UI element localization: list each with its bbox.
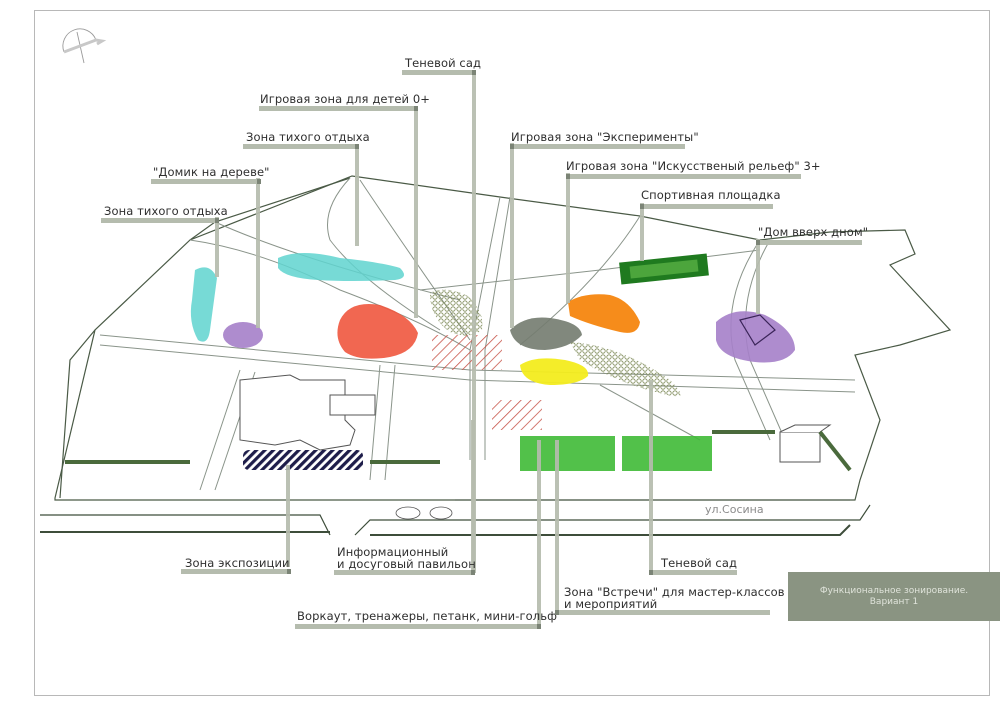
zone-kids-0plus bbox=[337, 304, 418, 359]
label-quiet-zone-1: Зона тихого отдыха bbox=[246, 130, 370, 144]
label-kids-zone: Игровая зона для детей 0+ bbox=[260, 92, 431, 106]
label-sports: Спортивная площадка bbox=[641, 188, 781, 202]
label-bar bbox=[259, 106, 418, 111]
zone-exposition bbox=[243, 450, 363, 470]
label-bar bbox=[101, 218, 219, 223]
label-treehouse: "Домик на дереве" bbox=[153, 165, 270, 179]
zone-shadow-garden-north bbox=[430, 289, 483, 336]
label-shadow-garden-top: Теневой сад bbox=[405, 56, 482, 70]
leader-sports bbox=[640, 203, 644, 261]
zone-hatched-center bbox=[432, 335, 502, 370]
label-meeting-line1: Зона "Встречи" для мастер-классов bbox=[564, 585, 785, 599]
zone-artificial-relief bbox=[568, 294, 640, 333]
leader-quiet-zone-1 bbox=[355, 146, 359, 246]
street-name: ул.Сосина bbox=[705, 503, 764, 516]
label-quiet-zone-2: Зона тихого отдыха bbox=[104, 204, 228, 218]
zone-quiet-rest-west bbox=[190, 267, 217, 342]
sheet-title-box: Функциональное зонирование. Вариант 1 bbox=[788, 572, 1000, 621]
leader-kids-zone bbox=[414, 108, 418, 318]
label-bar bbox=[243, 144, 359, 149]
leader-upside-down bbox=[756, 239, 760, 314]
label-relief: Игровая зона "Искусственый рельеф" 3+ bbox=[566, 159, 821, 173]
label-bar bbox=[510, 144, 685, 149]
label-bar bbox=[334, 570, 475, 575]
leader-shadow-garden-top bbox=[472, 73, 476, 573]
zone-workout bbox=[622, 436, 712, 471]
leader-workout bbox=[537, 440, 541, 626]
leader-quiet-zone-2 bbox=[215, 217, 219, 277]
leader-shadow-garden-bottom bbox=[649, 380, 653, 570]
parked-cars bbox=[395, 506, 453, 520]
leader-relief bbox=[566, 173, 570, 303]
label-bar bbox=[402, 70, 476, 75]
label-bar bbox=[295, 624, 541, 629]
zone-quiet-rest-north bbox=[278, 253, 404, 281]
house-sketch bbox=[739, 314, 776, 346]
hedges bbox=[65, 430, 852, 472]
label-pavilion-line2: и досуговый павильон bbox=[337, 557, 476, 571]
zone-yellow-play bbox=[520, 358, 589, 385]
label-meeting-line2: и мероприятий bbox=[564, 597, 658, 611]
label-bar bbox=[151, 179, 261, 184]
leader-pavilion bbox=[471, 420, 475, 570]
north-arrow-icon bbox=[62, 28, 107, 64]
leader-experiments bbox=[510, 143, 514, 328]
label-shadow-garden-bottom: Теневой сад bbox=[661, 556, 738, 570]
zone-shadow-garden-south bbox=[570, 342, 681, 397]
label-bar bbox=[640, 204, 773, 209]
label-bar bbox=[566, 174, 801, 179]
zone-upside-down-house bbox=[716, 311, 795, 363]
zone-treehouse bbox=[223, 322, 263, 348]
zone-meeting bbox=[520, 436, 615, 471]
leader-treehouse bbox=[256, 178, 260, 328]
sheet-title-line1: Функциональное зонирование. bbox=[819, 586, 969, 596]
street-lines bbox=[40, 499, 871, 536]
label-bar bbox=[181, 569, 291, 574]
label-bar bbox=[555, 610, 770, 615]
sheet-frame bbox=[34, 10, 990, 696]
label-experiments: Игровая зона "Эксперименты" bbox=[511, 130, 699, 144]
sheet-title-line2: Вариант 1 bbox=[869, 597, 919, 607]
label-bar bbox=[649, 570, 737, 575]
buildings bbox=[239, 374, 832, 463]
label-workout: Воркаут, тренажеры, петанк, мини-гольф bbox=[297, 609, 558, 623]
label-bar bbox=[756, 240, 862, 245]
label-exposition: Зона экспозиции bbox=[185, 556, 290, 570]
label-upside-down: "Дом вверх дном" bbox=[758, 225, 869, 239]
zone-hatched-pavilion bbox=[492, 400, 542, 430]
leader-exposition bbox=[286, 465, 290, 567]
leader-meeting bbox=[555, 440, 559, 610]
zone-experiments bbox=[510, 317, 582, 350]
label-pavilion-line1: Информационный bbox=[337, 545, 449, 559]
